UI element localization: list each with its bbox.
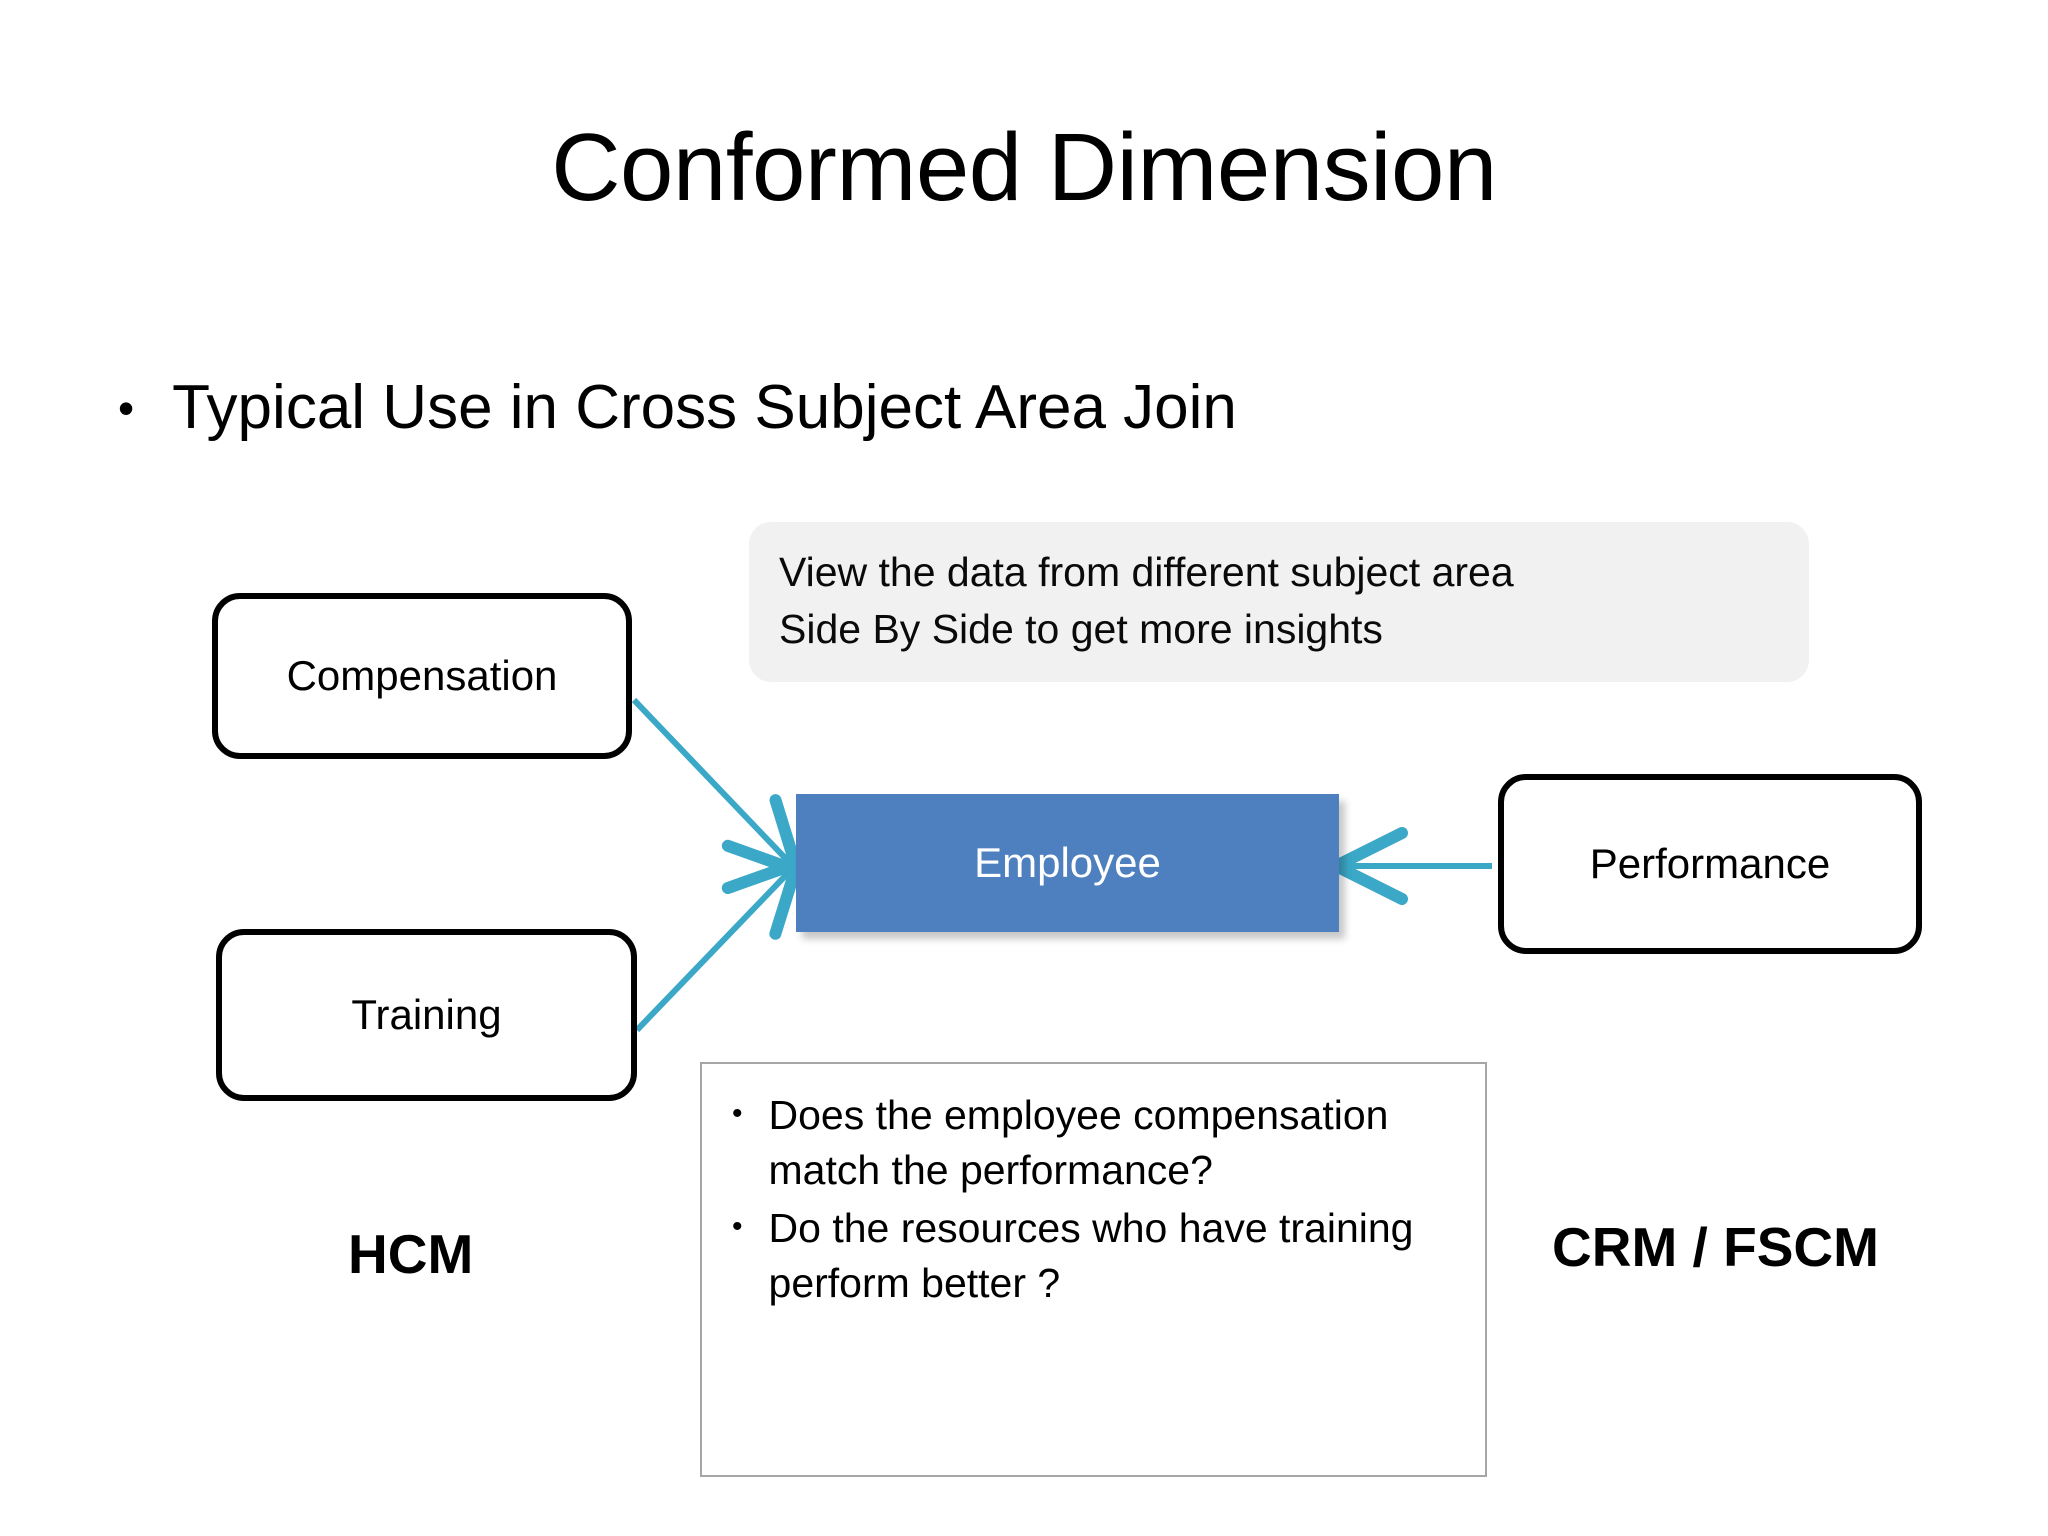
group-label-crm-fscm: CRM / FSCM	[1552, 1216, 1879, 1278]
node-box-compensation[interactable]: Compensation	[212, 593, 632, 759]
main-bullet-text: Typical Use in Cross Subject Area Join	[172, 373, 1237, 442]
node-label-compensation: Compensation	[286, 652, 558, 699]
main-bullet-row: • Typical Use in Cross Subject Area Join	[118, 373, 1237, 442]
question-text-1: Does the employee compensation match the…	[768, 1092, 1389, 1194]
node-label-employee: Employee	[974, 839, 1161, 886]
node-box-employee[interactable]: Employee	[796, 794, 1339, 932]
group-label-hcm: HCM	[348, 1223, 474, 1285]
bullet-dot-icon: •	[732, 1209, 743, 1243]
node-box-performance[interactable]: Performance	[1498, 774, 1922, 954]
callout-line-2: Side By Side to get more insights	[779, 605, 1383, 652]
node-label-training: Training	[351, 991, 502, 1038]
arrow-compensation-to-employee	[631, 697, 804, 877]
node-label-performance: Performance	[1589, 840, 1831, 887]
questions-panel: • Does the employee compensation match t…	[700, 1062, 1487, 1477]
bullet-dot-icon: •	[732, 1097, 743, 1130]
list-item: • Do the resources who have training per…	[732, 1201, 1457, 1312]
node-box-training[interactable]: Training	[216, 929, 637, 1101]
page-title: Conformed Dimension	[551, 114, 1497, 221]
arrow-training-to-employee	[634, 857, 804, 1033]
callout-line-1: View the data from different subject are…	[779, 549, 1514, 595]
bullet-dot-icon: •	[118, 382, 135, 434]
list-item: • Does the employee compensation match t…	[732, 1088, 1457, 1199]
callout-note: View the data from different subject are…	[749, 522, 1809, 682]
question-text-2: Do the resources who have training perfo…	[768, 1204, 1414, 1307]
